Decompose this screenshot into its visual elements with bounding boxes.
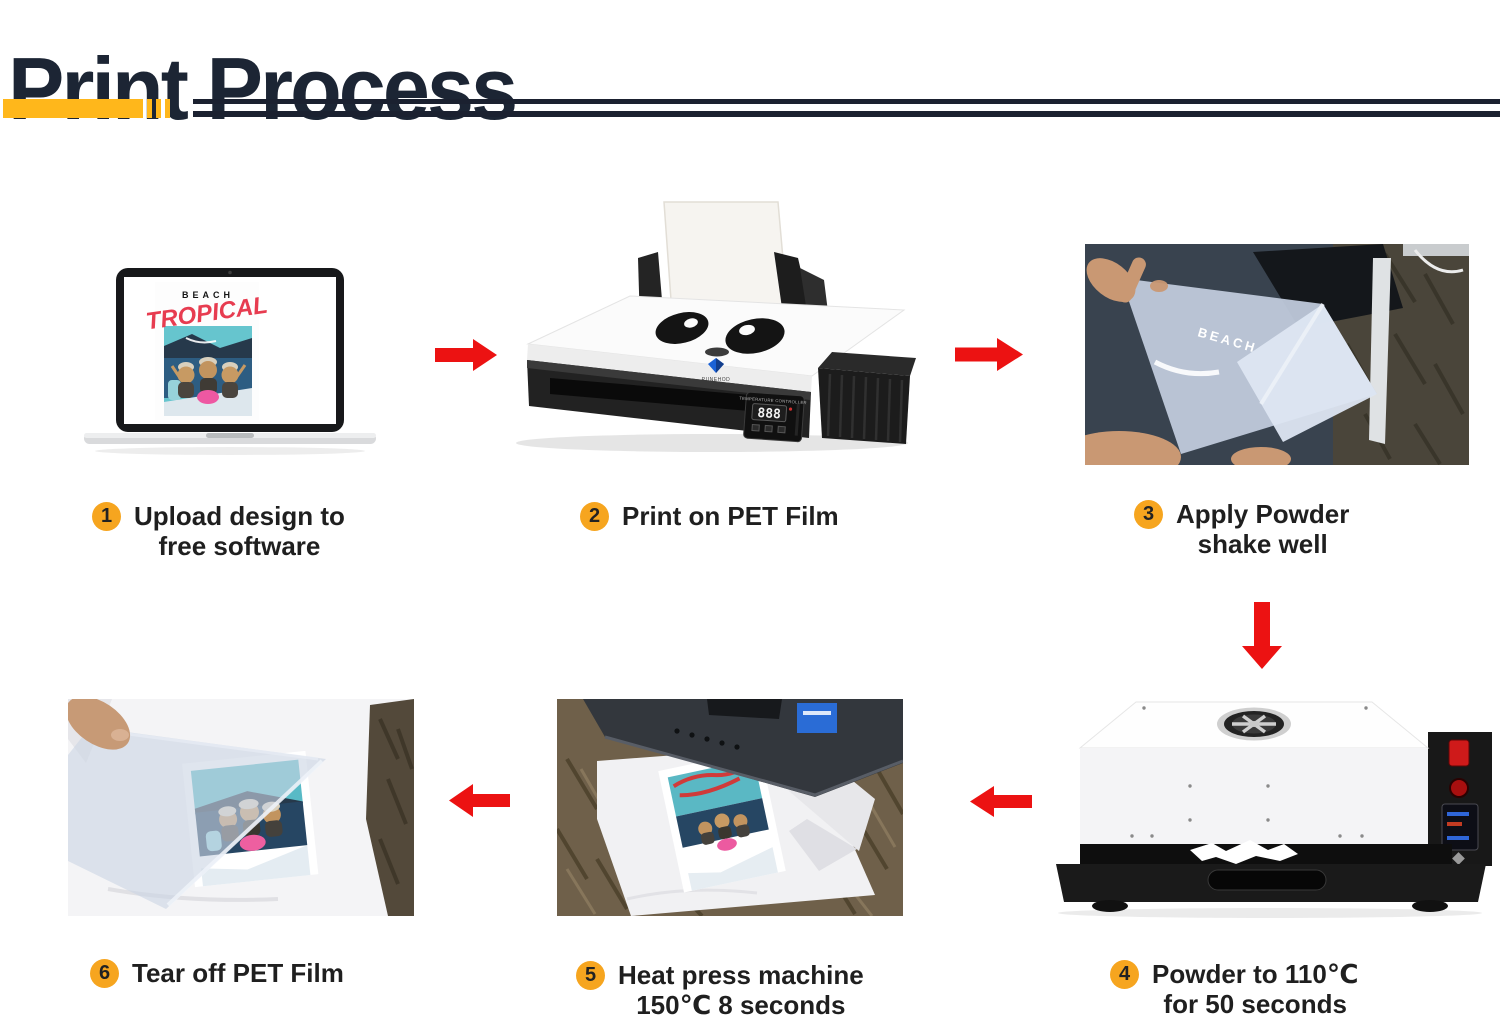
accent-stripe-1	[147, 99, 152, 118]
laptop-base	[84, 433, 376, 444]
arrow-left-icon-2	[449, 784, 510, 817]
accent-stripe-3	[165, 99, 170, 118]
step-1-badge: 1	[92, 502, 121, 531]
heat-press-photo	[557, 699, 903, 916]
panda-nose	[705, 347, 729, 357]
power-switch	[1448, 739, 1470, 767]
step-6: 6 Tear off PET Film	[68, 699, 414, 988]
step-2-badge: 2	[580, 502, 609, 531]
design-artwork: BEACH	[144, 282, 269, 420]
oven-base-drawer	[1056, 864, 1486, 912]
accent-stripe-2	[156, 99, 161, 118]
pet-film-photo: BEACH	[1085, 244, 1469, 465]
step-2: PUNEHOD TEMPERATURE CONTROLLER 888	[512, 196, 922, 531]
tear-film-photo	[68, 699, 414, 916]
step-3-label-line2: shake well	[1197, 529, 1328, 560]
heat-press-plate	[583, 699, 903, 797]
step-1-label-line1: Upload design to	[134, 501, 345, 531]
step-4-label-line1: Powder to 110℃	[1152, 959, 1359, 989]
printer-illustration: PUNEHOD TEMPERATURE CONTROLLER 888	[516, 201, 916, 452]
step-5-caption: 5 Heat press machine 150℃ 8 seconds	[576, 960, 864, 1020]
step-4: 4 Powder to 110℃ for 50 seconds	[1040, 690, 1495, 1019]
step-3: BEACH 3 Apply Powder shake well	[1085, 244, 1469, 559]
step-4-label-line2: for 50 seconds	[1163, 989, 1347, 1020]
output-slot	[550, 378, 762, 412]
artwork-beach-text: BEACH	[182, 290, 234, 300]
printer-brand-text: PUNEHOD	[702, 377, 731, 383]
page-title: Print Process	[8, 38, 518, 138]
desk-leg	[1369, 244, 1469, 444]
step-1: BEACH	[80, 266, 380, 561]
step-4-caption: 4 Powder to 110℃ for 50 seconds	[1110, 959, 1358, 1019]
step-6-label-line1: Tear off PET Film	[132, 958, 344, 988]
fan-vent-icon	[1217, 707, 1291, 741]
arrow-down-icon	[1242, 602, 1282, 669]
laptop-illustration: BEACH	[84, 268, 376, 455]
pet-film-sheet: BEACH	[1121, 278, 1377, 454]
temperature-controller-panel: TEMPERATURE CONTROLLER 888	[739, 391, 807, 443]
printer-body	[527, 360, 811, 438]
arrow-right-icon-1	[435, 339, 497, 371]
step-6-badge: 6	[90, 959, 119, 988]
step-5: 5 Heat press machine 150℃ 8 seconds	[557, 699, 903, 1020]
control-tower	[1428, 732, 1492, 866]
printer-logo: PUNEHOD	[702, 358, 731, 383]
accent-bar	[3, 99, 143, 118]
arrow-left-icon-1	[970, 786, 1032, 817]
oven-gap-band	[1080, 840, 1452, 864]
plate-label	[797, 703, 837, 733]
step-3-badge: 3	[1134, 500, 1163, 529]
step-3-label-line1: Apply Powder	[1176, 499, 1350, 529]
divider-line-bottom	[193, 111, 1500, 117]
step-4-badge: 4	[1110, 960, 1139, 989]
artwork-figures	[170, 357, 247, 404]
webcam-dot-icon	[228, 270, 232, 275]
printer-top-lid	[526, 295, 906, 392]
step-5-label-line1: Heat press machine	[618, 960, 864, 990]
step-5-label-line2: 150℃ 8 seconds	[636, 990, 846, 1021]
step-3-caption: 3 Apply Powder shake well	[1134, 499, 1349, 559]
thumb	[68, 699, 131, 750]
panel-label: TEMPERATURE CONTROLLER	[739, 396, 807, 406]
step-1-label-line2: free software	[158, 531, 321, 562]
divider-line-top	[193, 99, 1500, 104]
powder-oven-illustration	[1056, 701, 1492, 918]
drawer-handle	[1207, 869, 1327, 891]
oven-display	[1441, 803, 1479, 851]
panda-face	[655, 312, 785, 357]
step-2-label-line1: Print on PET Film	[622, 501, 839, 531]
red-knob	[1449, 778, 1469, 798]
step-6-caption: 6 Tear off PET Film	[90, 958, 344, 988]
step-5-badge: 5	[576, 961, 605, 990]
carpet-corner	[366, 699, 414, 916]
temperature-display: 888	[757, 406, 782, 423]
step-1-caption: 1 Upload design to free software	[92, 501, 345, 561]
film-splat-shape	[1190, 840, 1298, 864]
step-2-caption: 2 Print on PET Film	[580, 501, 839, 531]
ink-tank	[818, 352, 916, 444]
arrow-right-icon-2	[955, 338, 1023, 371]
hand	[1085, 257, 1291, 465]
